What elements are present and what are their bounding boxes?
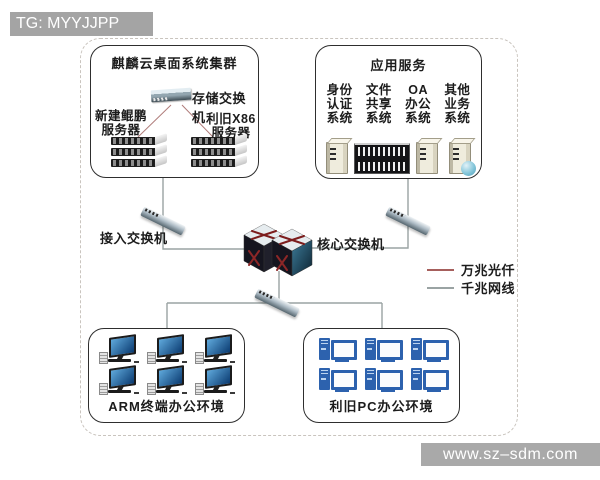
- svc0-line2: 认证: [326, 97, 353, 111]
- service-labels-row: 身份 认证 系统 文件 共享 系统 OA 办公 系统 其他 业务 系统: [320, 83, 477, 125]
- storage-array-icon: [353, 143, 410, 174]
- thin-client-icon: [98, 334, 139, 364]
- svc2-line1: OA: [408, 83, 428, 97]
- desktop-pc-icon: [318, 338, 357, 363]
- desktop-pc-icon: [364, 368, 403, 393]
- arm-terminal-box: ARM终端办公环境: [88, 328, 245, 423]
- fiber-links-internal: [137, 104, 214, 138]
- thin-client-icon: [146, 365, 187, 395]
- watermark-bottom-banner: www.sz–sdm.com: [421, 443, 600, 466]
- cluster-box: 麒麟云桌面系统集群 存储交换机 新建鲲鹏 服务器 利旧X86 服务器: [90, 45, 259, 178]
- app-services-box: 应用服务 身份 认证 系统 文件 共享 系统 OA 办公 系统 其他 业务 系统: [315, 45, 482, 179]
- server-unit-icon: [111, 133, 169, 145]
- svc2-line3: 系统: [405, 111, 432, 125]
- tower-server-icon: [449, 142, 477, 176]
- legend-fiber-label: 万兆光仟: [461, 263, 516, 278]
- thin-client-icon: [194, 365, 235, 395]
- service-label-identity: 身份 认证 系统: [320, 83, 359, 125]
- kunpeng-server-stack: [111, 133, 169, 170]
- kunpeng-server-label: 新建鲲鹏 服务器: [92, 109, 150, 137]
- desktop-pc-icon: [364, 338, 403, 363]
- storage-switch-label: 存储交换机: [192, 91, 247, 125]
- legacy-pc-box: 利旧PC办公环境: [303, 328, 460, 423]
- server-unit-icon: [191, 133, 249, 145]
- thin-client-icon: [146, 334, 187, 364]
- website-url-text: www.sz–sdm.com: [442, 446, 579, 463]
- svc1-line2: 共享: [365, 97, 392, 111]
- legend-ethernet-line: [427, 286, 454, 289]
- x86-server-label: 利旧X86 服务器: [203, 112, 259, 140]
- diagram-outer-frame: [80, 38, 518, 436]
- service-label-other: 其他 业务 系统: [438, 83, 477, 125]
- tower-server-icon: [415, 142, 438, 174]
- app-box-title: 应用服务: [370, 58, 427, 73]
- kunpeng-label-line1: 新建鲲鹏: [94, 109, 147, 123]
- desktop-pc-icon: [318, 368, 357, 393]
- svc1-line1: 文件: [365, 83, 392, 97]
- watermark-top-text: TG: MYYJJPP: [16, 15, 120, 32]
- core-switch-icon: [243, 223, 313, 277]
- pc-grid: [304, 338, 459, 393]
- svc0-line1: 身份: [326, 83, 353, 97]
- server-unit-icon: [111, 155, 169, 167]
- pc-box-label: 利旧PC办公环境: [329, 399, 434, 414]
- legend-row-ethernet: 千兆网线: [427, 278, 515, 297]
- desktop-pc-icon: [410, 338, 449, 363]
- server-unit-icon: [191, 155, 249, 167]
- cluster-box-title: 麒麟云桌面系统集群: [111, 56, 238, 71]
- x86-server-stack: [191, 133, 249, 170]
- server-unit-icon: [191, 144, 249, 156]
- desktop-pc-icon: [410, 368, 449, 393]
- thin-client-icon: [98, 365, 139, 395]
- terminal-grid: [89, 334, 244, 395]
- service-label-oa: OA 办公 系统: [399, 83, 438, 125]
- server-unit-icon: [111, 144, 169, 156]
- access-switch-label: 接入交换机: [100, 231, 168, 246]
- x86-label-line1: 利旧X86: [206, 112, 256, 126]
- svc1-line3: 系统: [365, 111, 392, 125]
- arm-box-label: ARM终端办公环境: [108, 399, 225, 414]
- globe-icon: [461, 161, 477, 176]
- legend-row-fiber: 万兆光仟: [427, 260, 515, 279]
- service-icons-row: [320, 136, 477, 176]
- thin-client-icon: [194, 334, 235, 364]
- svc2-line2: 办公: [405, 97, 432, 111]
- legend-ethernet-label: 千兆网线: [461, 281, 516, 296]
- service-label-fileshare: 文件 共享 系统: [359, 83, 398, 125]
- svc3-line3: 系统: [444, 111, 471, 125]
- core-switch-label: 核心交换机: [317, 237, 385, 252]
- tower-server-icon: [325, 142, 348, 174]
- switch-ports: [153, 97, 168, 102]
- svc3-line1: 其他: [444, 83, 471, 97]
- svc3-line2: 业务: [444, 97, 471, 111]
- watermark-top-banner: TG: MYYJJPP: [10, 12, 153, 36]
- kunpeng-label-line2: 服务器: [101, 123, 141, 137]
- legend-fiber-line: [427, 268, 454, 271]
- svc0-line3: 系统: [326, 111, 353, 125]
